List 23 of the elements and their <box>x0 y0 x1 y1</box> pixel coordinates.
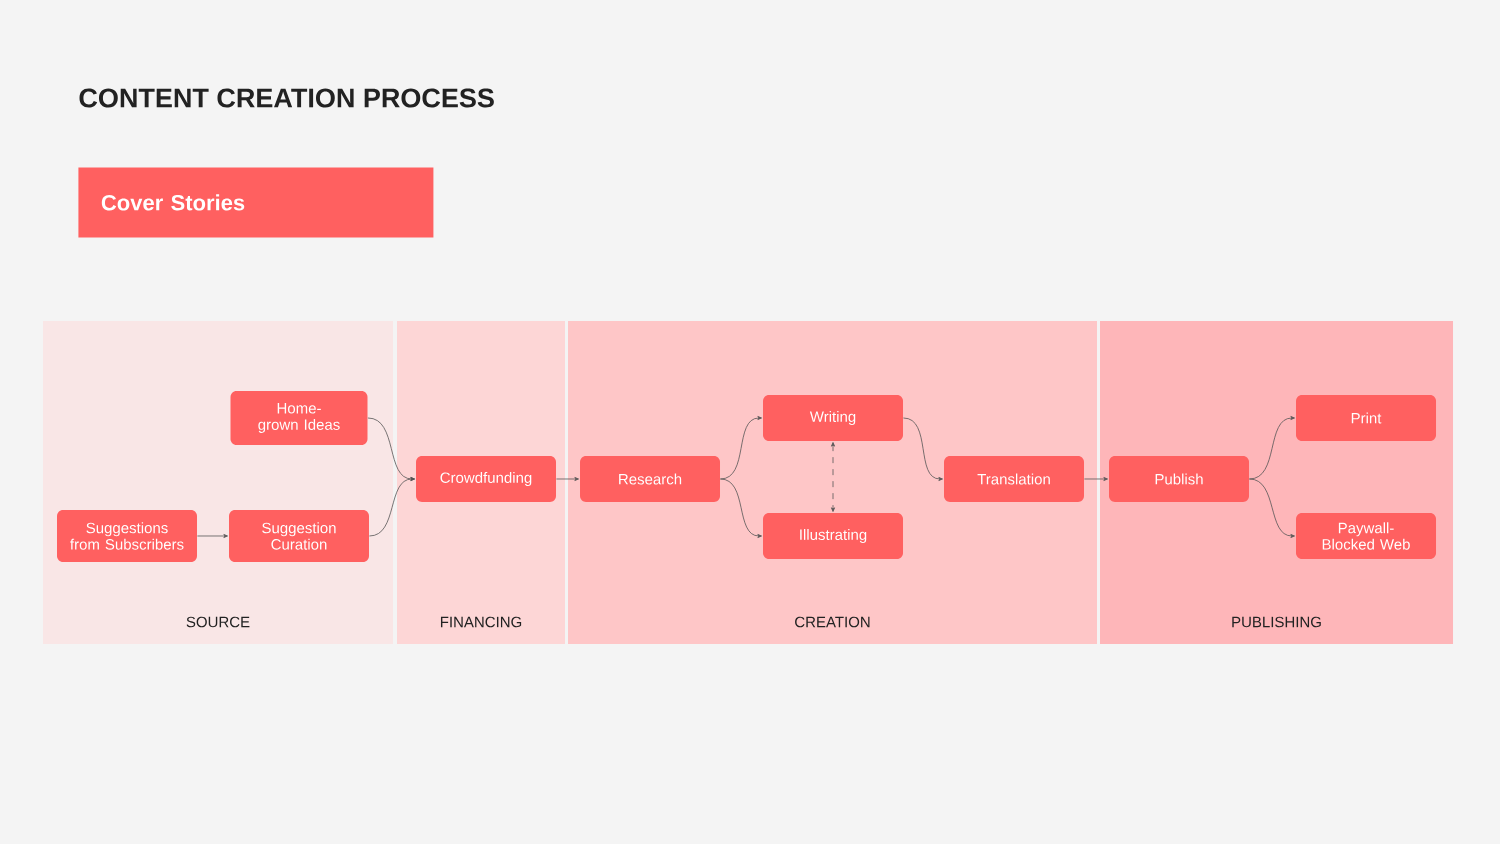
connector-arrow <box>831 442 835 512</box>
process-box: Print <box>1296 395 1436 441</box>
process-box: Suggestion Curation <box>229 510 369 562</box>
banner: Cover Stories <box>78 167 434 238</box>
connector-arrow <box>1249 478 1295 538</box>
connector-arrow <box>1084 477 1108 481</box>
process-box: Writing <box>763 395 903 441</box>
process-box: Research <box>580 456 720 502</box>
process-box: Home-grown Ideas <box>230 391 368 445</box>
process-box: Suggestions from Subscribers <box>57 510 197 562</box>
process-box: Publish <box>1109 456 1249 502</box>
process-box: Translation <box>944 456 1084 502</box>
process-box: Crowdfunding <box>416 456 556 502</box>
connector-arrow <box>903 417 943 481</box>
connector-arrow <box>1249 416 1295 480</box>
connector-arrow <box>720 478 762 538</box>
connector-arrow <box>720 416 762 480</box>
process-box: Paywall-Blocked Web <box>1296 513 1436 559</box>
title: CONTENT CREATION PROCESS <box>79 88 494 108</box>
connector-arrow <box>369 477 415 537</box>
connector-arrow <box>197 534 228 538</box>
connector-arrow <box>556 477 579 481</box>
process-box: Illustrating <box>763 513 903 559</box>
